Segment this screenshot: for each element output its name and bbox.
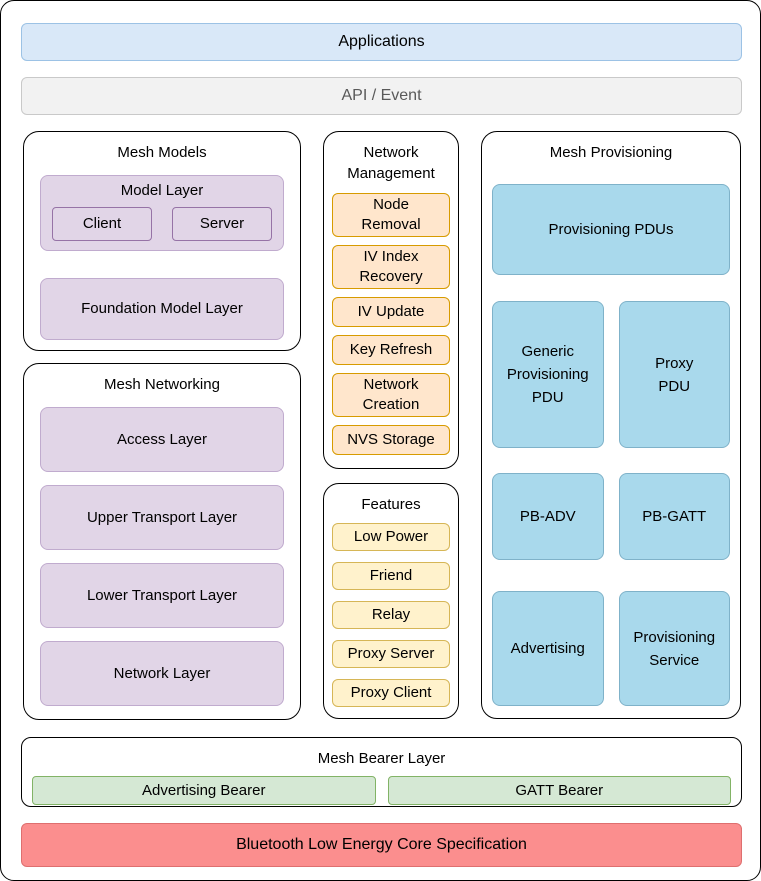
features-title: Features <box>361 496 421 513</box>
lower-transport-layer-cell: Lower Transport Layer <box>40 563 284 628</box>
client-cell: Client <box>52 207 152 241</box>
mesh-bearer-title: Mesh Bearer Layer <box>317 750 446 767</box>
node-removal-cell: Node Removal <box>332 193 450 237</box>
ble-core-spec-bar: Bluetooth Low Energy Core Specification <box>21 823 742 867</box>
advertising-cell: Advertising <box>492 591 604 706</box>
pb-gatt-cell: PB-GATT <box>618 473 730 560</box>
mesh-networking-title: Mesh Networking <box>104 376 220 393</box>
mesh-provisioning-panel: Mesh Provisioning Provisioning PDUs Gene… <box>481 131 741 719</box>
mesh-networking-layers: Access Layer Upper Transport Layer Lower… <box>40 407 284 706</box>
relay-cell: Relay <box>332 601 450 629</box>
iv-index-recovery-cell: IV Index Recovery <box>332 245 450 289</box>
model-layer-row: Client Server <box>41 207 283 241</box>
access-layer-cell: Access Layer <box>40 407 284 472</box>
mesh-models-panel: Mesh Models Model Layer Client Server Fo… <box>23 131 301 351</box>
proxy-client-cell: Proxy Client <box>332 679 450 707</box>
low-power-cell: Low Power <box>332 523 450 551</box>
proxy-pdu-cell: Proxy PDU <box>618 301 730 448</box>
provisioning-service-cell: Provisioning Service <box>618 591 730 706</box>
mesh-bearer-panel: Mesh Bearer Layer Advertising Bearer GAT… <box>21 737 742 807</box>
gatt-bearer-cell: GATT Bearer <box>387 776 731 805</box>
server-cell: Server <box>172 207 272 241</box>
network-management-title: Network Management <box>347 144 435 182</box>
mesh-provisioning-title: Mesh Provisioning <box>549 144 673 161</box>
network-layer-cell: Network Layer <box>40 641 284 706</box>
provisioning-row-3: Advertising Provisioning Service <box>492 591 730 706</box>
model-layer-title: Model Layer <box>120 182 204 199</box>
nvs-storage-cell: NVS Storage <box>332 425 450 455</box>
provisioning-row-2: PB-ADV PB-GATT <box>492 473 730 560</box>
features-items: Low Power Friend Relay Proxy Server Prox… <box>332 523 450 707</box>
applications-bar: Applications <box>21 23 742 61</box>
iv-update-cell: IV Update <box>332 297 450 327</box>
features-panel: Features Low Power Friend Relay Proxy Se… <box>323 483 459 719</box>
network-management-panel: Network Management Node Removal IV Index… <box>323 131 459 469</box>
network-management-items: Node Removal IV Index Recovery IV Update… <box>332 193 450 455</box>
pb-adv-cell: PB-ADV <box>492 473 604 560</box>
model-layer-box: Model Layer Client Server <box>40 175 284 251</box>
generic-provisioning-pdu-cell: Generic Provisioning PDU <box>492 301 604 448</box>
mesh-bearer-row: Advertising Bearer GATT Bearer <box>32 776 731 805</box>
mesh-models-title: Mesh Models <box>117 144 207 161</box>
proxy-server-cell: Proxy Server <box>332 640 450 668</box>
foundation-model-layer-cell: Foundation Model Layer <box>40 278 284 340</box>
provisioning-pdus-cell: Provisioning PDUs <box>492 184 730 275</box>
network-creation-cell: Network Creation <box>332 373 450 417</box>
friend-cell: Friend <box>332 562 450 590</box>
provisioning-row-1: Generic Provisioning PDU Proxy PDU <box>492 301 730 448</box>
upper-transport-layer-cell: Upper Transport Layer <box>40 485 284 550</box>
advertising-bearer-cell: Advertising Bearer <box>32 776 376 805</box>
mesh-networking-panel: Mesh Networking Access Layer Upper Trans… <box>23 363 301 720</box>
key-refresh-cell: Key Refresh <box>332 335 450 365</box>
api-event-bar: API / Event <box>21 77 742 115</box>
